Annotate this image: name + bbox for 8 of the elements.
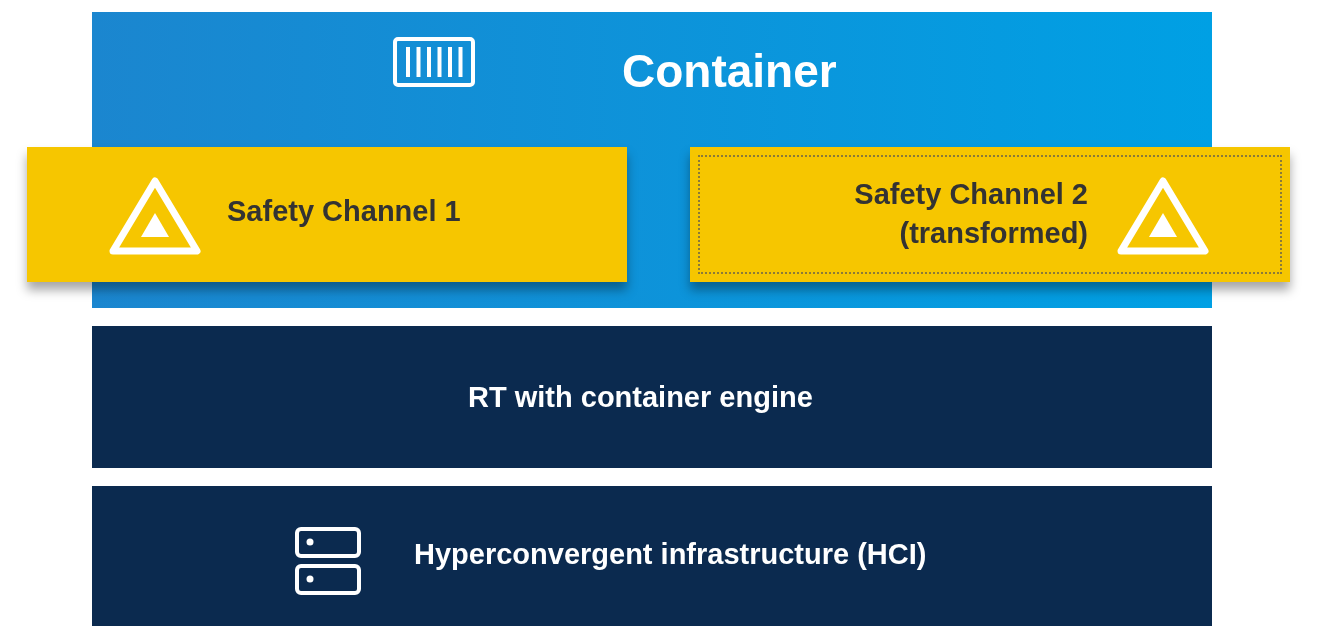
safety-channel-box	[27, 147, 627, 282]
infrastructure-layer-band	[92, 486, 1212, 626]
layer-label: Safety Channel 2 (transformed)	[853, 177, 1088, 252]
layer-title: Container	[622, 44, 837, 98]
layer-label: RT with container engine	[468, 381, 813, 414]
layer-label: Hyperconvergent infrastructure (HCI)	[414, 538, 927, 571]
layer-label: Safety Channel 1	[227, 195, 461, 228]
os-layer-band	[92, 326, 1212, 468]
